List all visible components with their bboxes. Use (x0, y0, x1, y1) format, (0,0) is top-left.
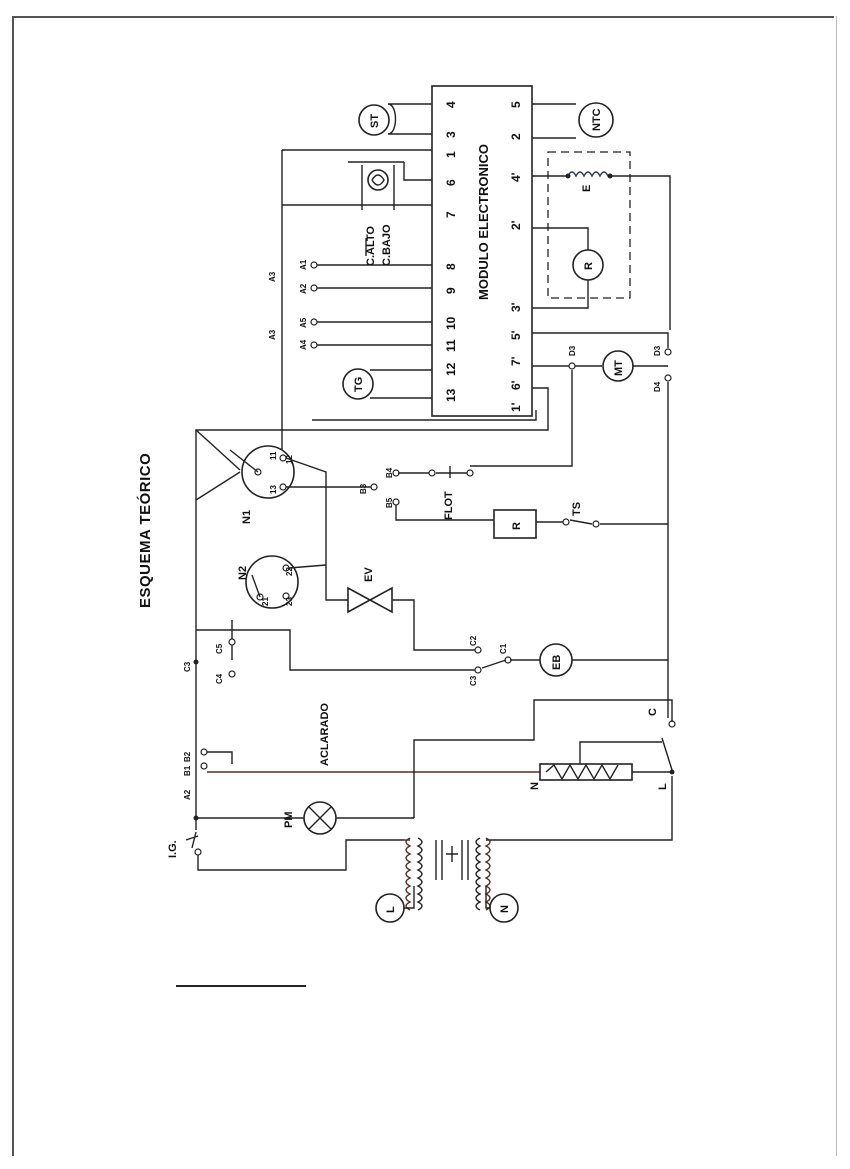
terminal-a2-pm: A2 (183, 789, 192, 800)
terminal-c3: C3 (469, 675, 478, 686)
tg-label: TG (353, 377, 365, 392)
terminal-c1: C1 (499, 643, 508, 654)
n1-terminal-11: 11 (269, 451, 278, 460)
frame-top-border (12, 16, 834, 18)
module-pin-7: 7 (444, 211, 458, 218)
module-pin-5p: 5' (509, 330, 523, 340)
main-switch-ig: I.G. (167, 818, 404, 871)
n2-terminal-21: 21 (261, 597, 270, 606)
terminal-c3-left: C3 (183, 661, 192, 672)
module-pin-8: 8 (444, 263, 458, 270)
dashed-box-e-r: E R (532, 151, 671, 330)
selector-n2: 21 22 23 N2 (237, 555, 348, 609)
terminal-b3: B3 (359, 483, 368, 494)
aclarado-label: ACLARADO (319, 703, 331, 766)
module-pin-6p: 6' (509, 380, 523, 390)
electronic-module: MODULO ELECTRONICO 4 3 1 6 7 8 9 10 11 1… (431, 85, 533, 417)
terminal-a2: A2 (299, 283, 308, 294)
heater-n-label: N (529, 782, 541, 790)
module-bottom-wires (195, 387, 549, 630)
terminal-a3-top: A3 (268, 271, 277, 282)
module-pin-9: 9 (444, 287, 458, 294)
terminal-d3-mid: D3 (653, 345, 662, 356)
st-label: ST (369, 114, 381, 128)
c-alto-label: C.ALTO (365, 226, 377, 266)
terminal-block-a: A1 A2 A5 A4 A3 A3 (268, 259, 432, 350)
switch-c-label: C (647, 708, 659, 716)
r-flot-box (493, 509, 537, 539)
terminal-b5: B5 (385, 497, 394, 508)
c-bajo-label: C.BAJO (381, 224, 393, 266)
r-module-label: R (583, 262, 595, 270)
n-source-label: N (499, 905, 511, 913)
n2-label: N2 (237, 566, 249, 580)
heater-element: N L C (413, 699, 676, 841)
ev-valve: EV (347, 567, 476, 651)
terminal-b4: B4 (385, 467, 394, 478)
st-sensor: ST (358, 103, 432, 136)
power-source: L N (375, 837, 519, 923)
module-pin-3: 3 (444, 131, 458, 138)
mt-label: MT (613, 360, 625, 376)
e-coil-label: E (581, 185, 593, 192)
tg-component: TG (342, 368, 432, 400)
stray-line-mark (176, 985, 306, 987)
pressure-switch: C.ALTO C.BAJO (281, 149, 432, 480)
module-pin-7p: 7' (509, 356, 523, 366)
ts-label: TS (571, 502, 583, 516)
terminal-a3-bot: A3 (268, 329, 277, 340)
module-label: MODULO ELECTRONICO (476, 144, 491, 300)
terminal-b2: B2 (183, 751, 192, 762)
frame-right-border (836, 16, 837, 1156)
module-pin-12: 12 (444, 362, 458, 376)
motor-mt: MT D3 D3 D4 (470, 332, 672, 718)
n2-terminal-23: 23 (285, 597, 294, 606)
terminal-b1: B1 (183, 765, 192, 776)
module-pin-2p: 2' (509, 220, 523, 230)
aclarado-switch: ACLARADO B2 B1 (183, 703, 560, 776)
n2-terminal-22: 22 (285, 567, 294, 576)
terminal-c2: C2 (469, 635, 478, 646)
module-pin-5: 5 (509, 101, 523, 108)
c-switch: C3 C5 C4 (183, 620, 236, 752)
module-pin-4p: 4' (509, 172, 523, 182)
terminal-a4: A4 (299, 339, 308, 350)
n1-terminal-13: 13 (269, 485, 278, 494)
module-pin-2: 2 (509, 133, 523, 140)
module-pin-3p: 3' (509, 302, 523, 312)
flot-label: FLOT (443, 491, 455, 520)
terminal-c5: C5 (215, 643, 224, 654)
heater-l-label: L (657, 783, 669, 790)
pm-lamp: PM A2 (183, 752, 414, 835)
selector-n1: 11 12 13 N1 (195, 429, 372, 565)
module-pin-1p: 1' (509, 402, 523, 412)
terminal-a1: A1 (299, 259, 308, 270)
terminal-d4: D4 (653, 381, 662, 392)
module-pin-1: 1 (444, 151, 458, 158)
ntc-label: NTC (591, 108, 603, 131)
ntc-sensor: NTC (532, 102, 614, 139)
diagram-title: ESQUEMA TEÓRICO (136, 453, 154, 608)
module-pin-11: 11 (444, 339, 458, 352)
n1-label: N1 (241, 510, 253, 524)
terminal-d3-top: D3 (568, 345, 577, 356)
frame-left-border (12, 16, 14, 1156)
module-pin-6: 6 (444, 179, 458, 186)
module-box (431, 85, 533, 417)
ig-label: I.G. (167, 840, 179, 858)
l-source-label: L (385, 906, 397, 913)
module-pin-13: 13 (444, 388, 458, 402)
module-pin-4: 4 (444, 101, 458, 108)
pm-label: PM (283, 812, 295, 829)
terminal-c4: C4 (215, 673, 224, 684)
eb-pump: EB C2 C3 C1 (196, 629, 668, 686)
ev-label: EV (363, 567, 375, 582)
r-flot-label: R (511, 522, 523, 530)
eb-label: EB (551, 655, 563, 670)
terminal-a5: A5 (299, 317, 308, 328)
float-switch: B4 B3 B5 FLOT R TS (359, 466, 668, 539)
module-pin-10: 10 (444, 316, 458, 330)
